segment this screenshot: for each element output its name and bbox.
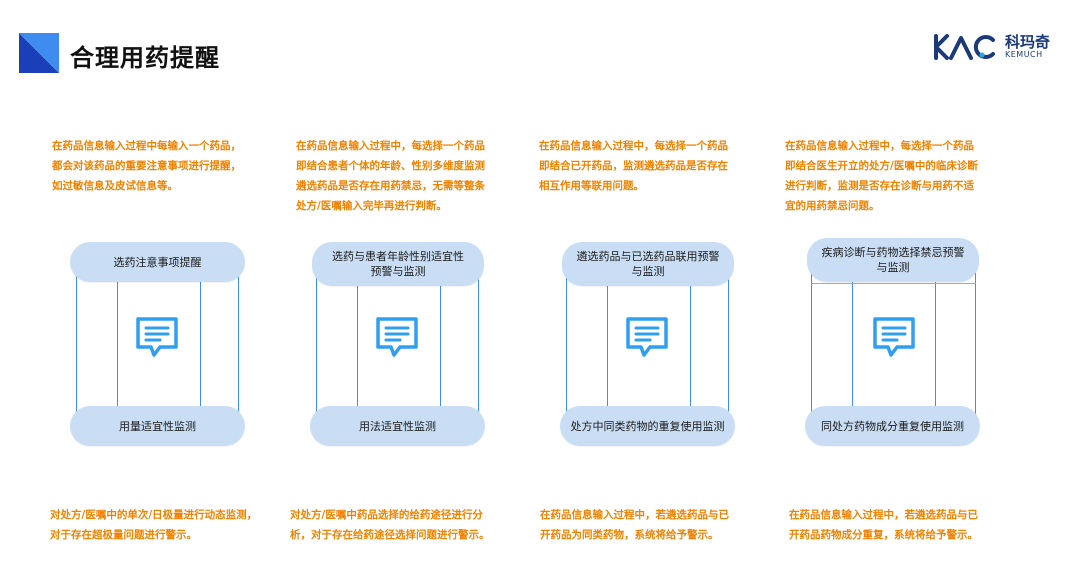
column-1-card: 选药注意事项提醒 用量适宜性监测 bbox=[70, 240, 245, 450]
column-1-top-pill: 选药注意事项提醒 bbox=[70, 242, 245, 282]
column-2-top-description: 在药品信息输入过程中，每选择一个药品 即结合患者个体的年龄、性别多维度监测 遴选… bbox=[296, 140, 485, 212]
column-4-top-pill: 疾病诊断与药物选择禁忌预警 与监测 bbox=[807, 238, 979, 282]
column-3-card: 遴选药品与已选药品联用预警 与监测 处方中同类药物的重复使用监测 bbox=[560, 240, 735, 450]
brand-name-cn: 科玛奇 bbox=[1004, 33, 1050, 51]
column-2-bottom-pill: 用法适宜性监测 bbox=[310, 406, 485, 446]
kemuch-logo-icon bbox=[933, 34, 995, 60]
column-1-bottom-pill: 用量适宜性监测 bbox=[70, 406, 245, 446]
column-3-bottom-pill: 处方中同类药物的重复使用监测 bbox=[560, 406, 735, 446]
column-3-top-description: 在药品信息输入过程中，每选择一个药品 即结合已开药品，监测遴选药品是否存在 相互… bbox=[539, 140, 728, 192]
title-accent-icon bbox=[19, 33, 59, 73]
page-title: 合理用药提醒 bbox=[70, 44, 220, 72]
column-4-divider-line bbox=[811, 283, 976, 284]
brand-logo: 科玛奇 KEMUCH bbox=[933, 34, 1050, 60]
chat-message-icon bbox=[136, 317, 178, 357]
column-2-bottom-description: 对处方/医嘱中药品选择的给药途径进行分 析，对于存在给药途径选择问题进行警示。 bbox=[290, 509, 490, 541]
brand-name-en: KEMUCH bbox=[1004, 50, 1043, 59]
column-2-card: 选药与患者年龄性别适宜性 预警与监测 用法适宜性监测 bbox=[310, 240, 485, 450]
chat-message-icon bbox=[626, 317, 668, 357]
column-3-bottom-description: 在药品信息输入过程中，若遴选药品与已 开药品为同类药物，系统将给予警示。 bbox=[540, 509, 729, 541]
column-4-bottom-pill: 同处方药物成分重复使用监测 bbox=[805, 406, 980, 446]
chat-message-icon bbox=[873, 317, 915, 357]
column-2-top-pill: 选药与患者年龄性别适宜性 预警与监测 bbox=[312, 242, 484, 286]
column-4-card: 疾病诊断与药物选择禁忌预警 与监测 同处方药物成分重复使用监测 bbox=[805, 236, 980, 450]
column-4-top-description: 在药品信息输入过程中，每选择一个药品 即结合医生开立的处方/医嘱中的临床诊断 进… bbox=[785, 140, 978, 212]
column-1-top-description: 在药品信息输入过程中每输入一个药品， 都会对该药品的重要注意事项进行提醒， 如过… bbox=[52, 140, 241, 192]
column-4-bottom-description: 在药品信息输入过程中，若遴选药品与已 开药品药物成分重复，系统将给予警示。 bbox=[789, 509, 978, 541]
chat-message-icon bbox=[376, 317, 418, 357]
column-3-top-pill: 遴选药品与已选药品联用预警 与监测 bbox=[562, 242, 734, 286]
column-1-bottom-description: 对处方/医嘱中的单次/日极量进行动态监测， 对于存在超极量问题进行警示。 bbox=[50, 509, 258, 541]
